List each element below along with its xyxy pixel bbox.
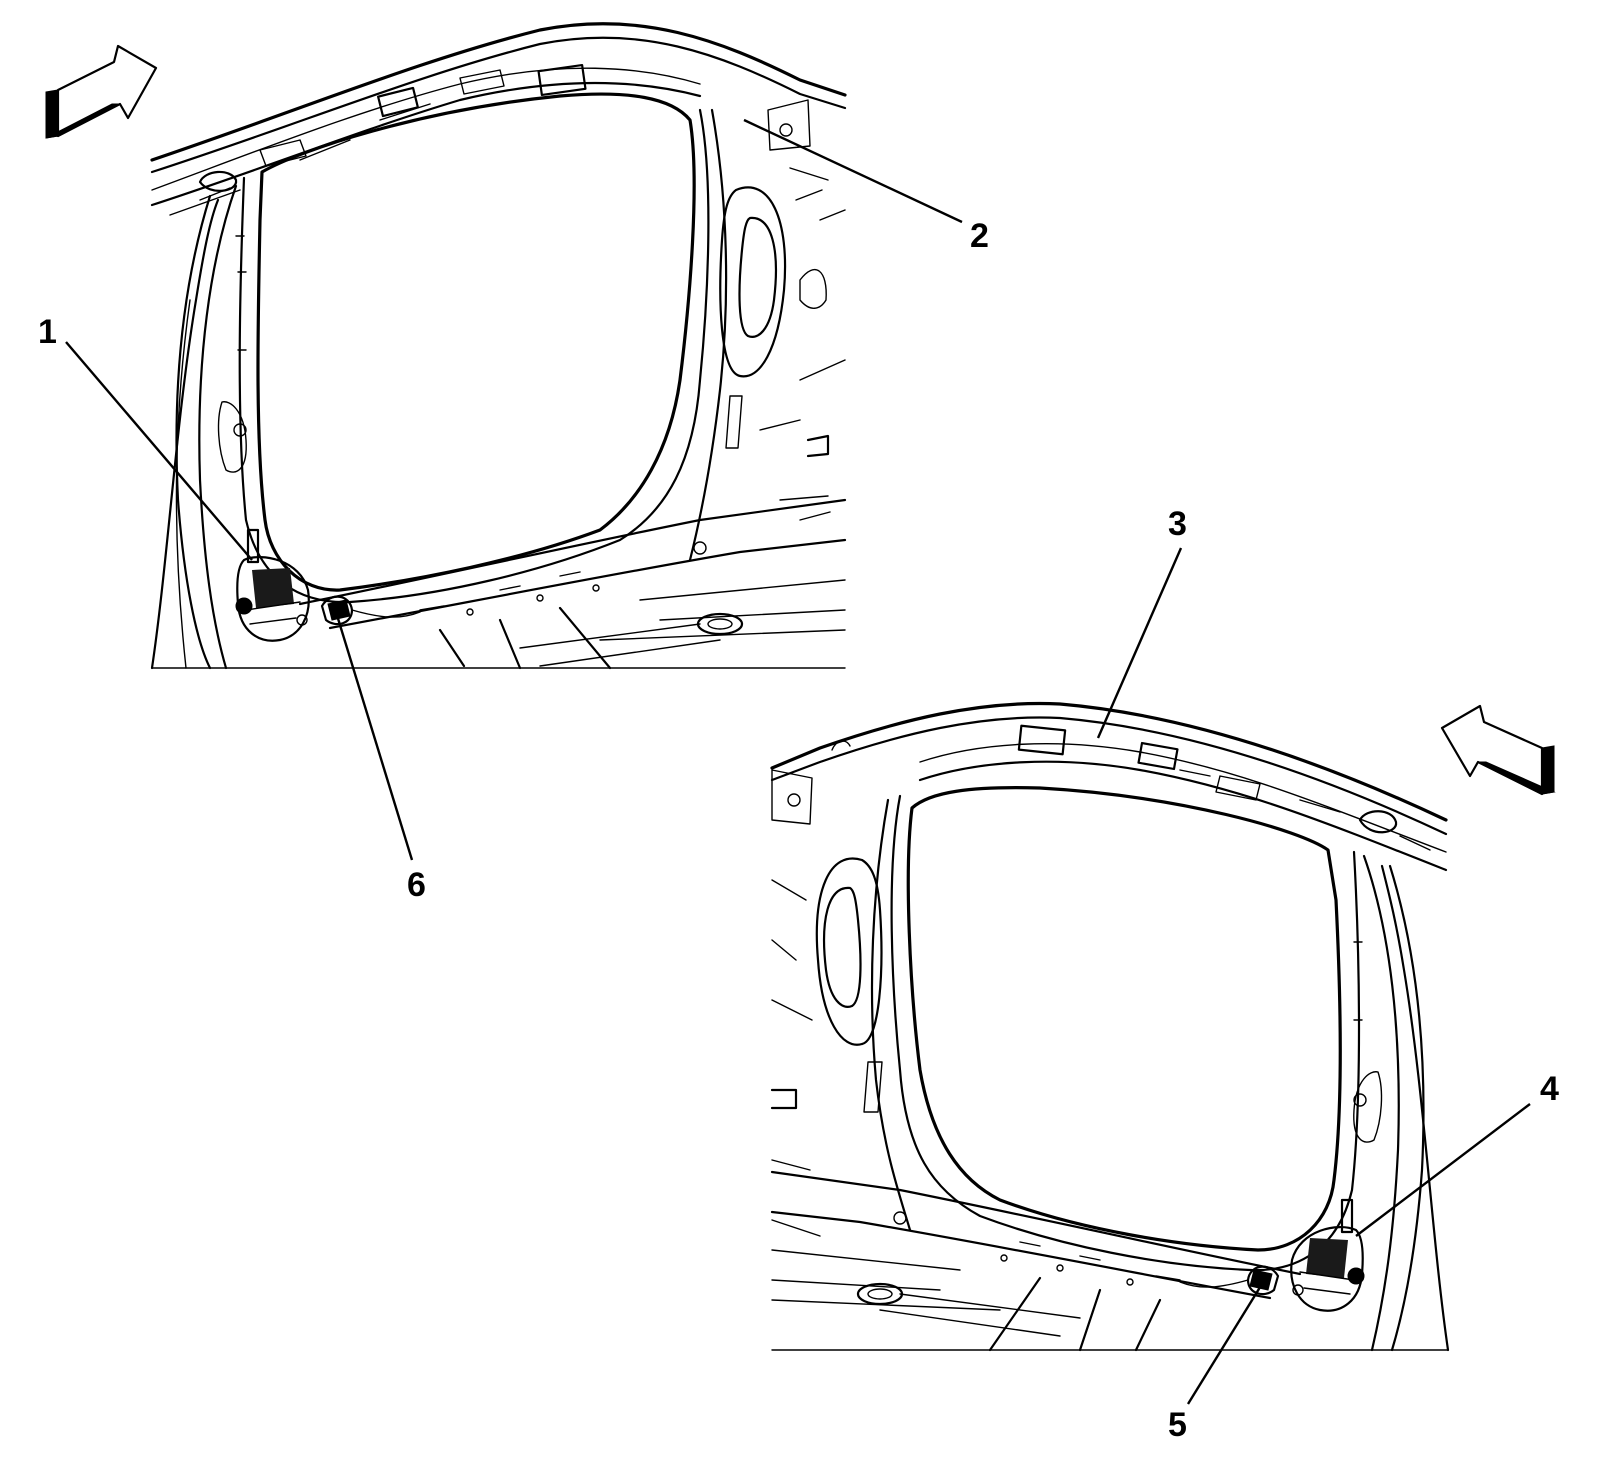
rocker-floor-lower <box>770 1170 1449 1352</box>
door-opening-lower <box>906 786 1342 1252</box>
callout-2: 2 <box>970 217 989 255</box>
leader-5 <box>1186 1283 1264 1405</box>
seat-belt-retractor-lower <box>1290 1198 1365 1312</box>
harness-connector-lower <box>1179 1265 1280 1296</box>
direction-arrow-icon <box>1440 704 1556 796</box>
callout-3: 3 <box>1168 505 1187 543</box>
callout-4: 4 <box>1540 1070 1559 1108</box>
door-opening-upper <box>256 92 696 592</box>
rocker-floor-upper <box>151 498 847 670</box>
callout-1: 1 <box>38 313 57 351</box>
leader-2 <box>743 118 963 224</box>
harness-connector-upper <box>320 595 421 626</box>
leader-6 <box>334 611 414 861</box>
roof-rail-lower <box>770 701 1448 872</box>
b-pillar-lower <box>770 769 912 1237</box>
b-pillar-upper <box>688 99 846 562</box>
callout-5: 5 <box>1168 1406 1187 1444</box>
roof-rail <box>150 22 847 216</box>
leader-1 <box>65 341 253 561</box>
direction-arrow-icon <box>45 44 158 139</box>
callout-6: 6 <box>407 866 426 904</box>
a-pillar-lower <box>1353 854 1450 1352</box>
leader-4 <box>1355 1103 1531 1237</box>
seat-belt-retractor-upper <box>235 528 310 642</box>
a-pillar-upper <box>150 184 247 670</box>
leader-3 <box>1096 547 1183 739</box>
upper-view <box>45 22 963 861</box>
lower-view <box>770 547 1556 1405</box>
